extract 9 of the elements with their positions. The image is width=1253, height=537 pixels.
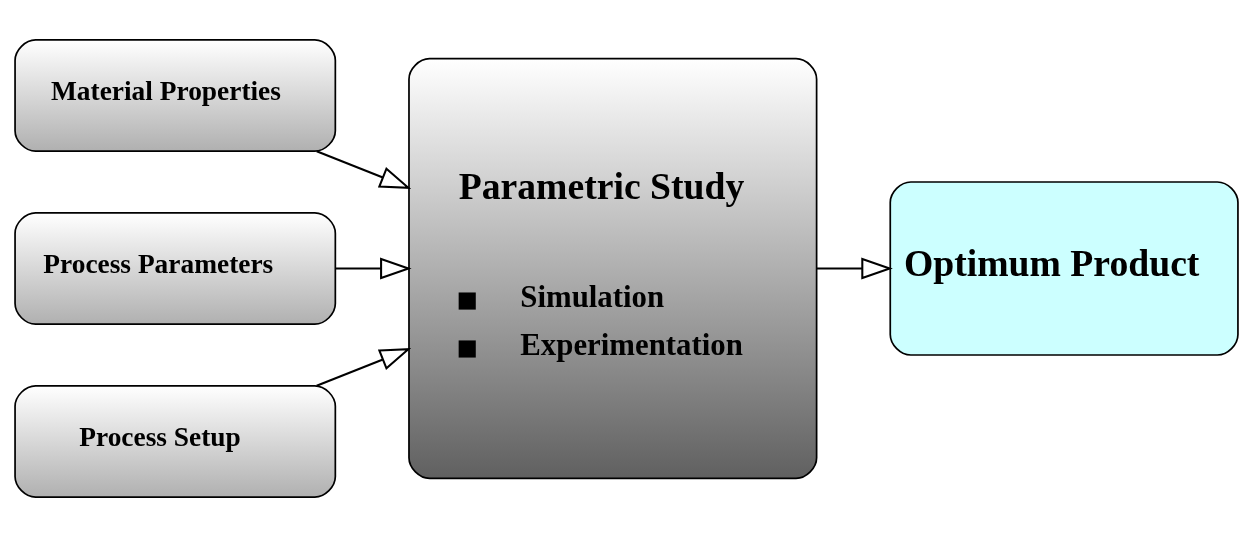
arrow bbox=[816, 257, 893, 280]
arrow bbox=[316, 348, 412, 387]
node-box: Process Setup bbox=[14, 384, 337, 498]
node-box: Parametric Study Simulation Experimentation bbox=[408, 57, 818, 480]
node-box: Optimum Product bbox=[889, 181, 1239, 356]
node-box: Process Parameters bbox=[14, 212, 337, 325]
arrow bbox=[316, 150, 412, 189]
node-box: Material Properties bbox=[14, 39, 337, 153]
arrow bbox=[335, 257, 412, 280]
